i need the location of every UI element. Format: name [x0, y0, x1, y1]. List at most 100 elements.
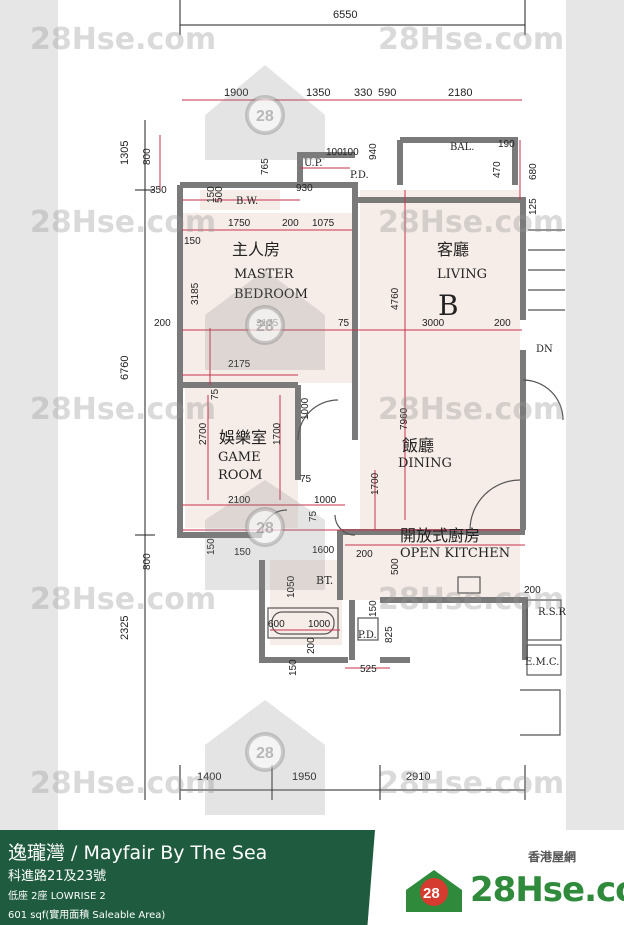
dim-misc: 7960 — [399, 407, 410, 430]
dim-misc: 150 — [234, 547, 251, 558]
dim-misc: 800 — [142, 553, 153, 570]
dim-misc: 1075 — [312, 218, 335, 229]
watermark-text: 28Hse.com — [378, 766, 565, 801]
emc-label: E.M.C. — [525, 657, 559, 668]
dim-misc: 190 — [498, 139, 515, 150]
footer: 逸瓏灣 / Mayfair By The Sea 科進路21及23號 低座 2座… — [0, 830, 624, 925]
dim-misc: 200 — [524, 585, 541, 596]
walls — [177, 137, 528, 663]
dim-misc: 470 — [492, 161, 503, 178]
dim-left-2: 6760 — [119, 356, 131, 380]
dim-misc: 100 — [326, 147, 343, 158]
living-en: LIVING — [437, 267, 487, 282]
dim-misc: 2700 — [198, 422, 209, 445]
estate-title: 逸瓏灣 / Mayfair By The Sea — [8, 842, 268, 864]
watermark-text: 28Hse.com — [378, 582, 565, 617]
dim-misc: 1750 — [228, 218, 251, 229]
watermark-text: 28Hse.com — [30, 766, 217, 801]
dim-misc: 1700 — [370, 472, 381, 495]
dim-misc: 150 — [368, 600, 379, 617]
left-margin — [0, 0, 58, 830]
dim-misc: 765 — [260, 158, 271, 175]
bay-window-label: B.W. — [236, 196, 258, 207]
fixtures — [261, 229, 565, 736]
dim-bottom-2: 1950 — [292, 771, 316, 783]
dim-misc: 100 — [342, 147, 359, 158]
dim-misc: 1050 — [286, 575, 297, 598]
dim-misc: 800 — [142, 148, 153, 165]
dim-left-3: 2325 — [119, 616, 131, 640]
right-margin — [566, 0, 624, 830]
dim-misc: 1000 — [308, 619, 331, 630]
watermark-text: 28Hse.com — [30, 582, 217, 617]
master-bedroom-area — [183, 213, 353, 383]
dim-misc: 680 — [528, 163, 539, 180]
dim-overall-top: 6550 — [333, 9, 357, 21]
watermark-circles — [245, 95, 285, 772]
dim-misc: 75 — [338, 318, 350, 329]
living-zh: 客廳 — [437, 240, 469, 259]
dim-misc: 150 — [206, 538, 217, 555]
bathroom-label: BT. — [316, 574, 333, 587]
watermark-text: 28Hse.com — [30, 22, 217, 57]
dim-misc: 75 — [210, 388, 221, 400]
watermark-text: 28Hse.com — [30, 205, 217, 240]
svg-text:28: 28 — [423, 885, 440, 902]
master-bedroom-en-2: BEDROOM — [234, 287, 308, 302]
master-bedroom-zh: 主人房 — [232, 240, 280, 259]
dining-en: DINING — [398, 456, 452, 471]
kitchen-zh: 開放式廚房 — [400, 526, 480, 545]
pipe-duct-label: P.D. — [350, 170, 369, 181]
dim-misc: 150 — [288, 659, 299, 676]
dim-top-2: 1350 — [306, 87, 330, 99]
svg-text:28: 28 — [256, 318, 274, 335]
dim-left-1: 1305 — [119, 141, 131, 165]
dim-misc: 1600 — [312, 545, 335, 556]
kitchen-area — [340, 530, 520, 600]
dim-bottom-1: 1400 — [197, 771, 221, 783]
dim-misc: 75 — [300, 474, 312, 485]
brand-name[interactable]: 28Hse.com — [470, 870, 624, 910]
living-dining-area — [360, 190, 520, 530]
brand-tagline: 香港屋網 — [528, 850, 577, 864]
game-room-zh: 娛樂室 — [219, 428, 267, 447]
dim-misc: 930 — [296, 183, 313, 194]
watermark-text: 28Hse.com — [378, 205, 565, 240]
utility-platform-label: U.P. — [304, 158, 323, 169]
dim-misc: 75 — [308, 510, 319, 522]
brand-logo-icon[interactable]: 28 — [404, 866, 604, 916]
floor-plan: 主人房 MASTER BEDROOM 客廳 LIVING B 娛樂室 GAME … — [58, 0, 566, 830]
dim-misc: 3185 — [190, 282, 201, 305]
dim-top-5: 2180 — [448, 87, 472, 99]
watermark-text: 28Hse.com — [378, 392, 565, 427]
dim-misc: 200 — [494, 318, 511, 329]
overall-dimension-lines — [135, 0, 526, 800]
dim-misc: 4760 — [390, 287, 401, 310]
dining-zh: 飯廳 — [402, 436, 434, 455]
dim-misc: 200 — [282, 218, 299, 229]
floor-plan-drawing: 主人房 MASTER BEDROOM 客廳 LIVING B 娛樂室 GAME … — [119, 0, 566, 815]
master-bedroom-en-1: MASTER — [234, 267, 295, 282]
dim-top-3: 330 — [354, 87, 372, 99]
dim-misc: 2175 — [228, 359, 251, 370]
watermark-badge-text: 28 28 28 28 — [256, 108, 274, 762]
dim-misc: 1700 — [272, 422, 283, 445]
refuse-room-label: R.S.R — [538, 607, 566, 618]
pipe-duct-2-label: P.D. — [358, 630, 377, 641]
dim-misc: 150 — [206, 186, 217, 203]
dim-misc: 1000 — [314, 495, 337, 506]
footer-info-band: 逸瓏灣 / Mayfair By The Sea 科進路21及23號 低座 2座… — [0, 830, 375, 925]
estate-address: 科進路21及23號 — [8, 869, 107, 884]
dim-misc: 200 — [154, 318, 171, 329]
dim-misc: 3000 — [422, 318, 445, 329]
dim-misc: 350 — [150, 185, 167, 196]
watermark-text: 28Hse.com — [378, 22, 565, 57]
dim-misc: 600 — [268, 619, 285, 630]
bathroom-area — [270, 560, 342, 645]
dim-misc: 525 — [360, 664, 377, 675]
dim-misc: 1000 — [300, 397, 311, 420]
balcony-label: BAL. — [450, 142, 474, 153]
game-room-en-2: ROOM — [218, 468, 262, 483]
svg-text:28: 28 — [256, 745, 274, 762]
watermark-text: 28Hse.com — [30, 392, 217, 427]
